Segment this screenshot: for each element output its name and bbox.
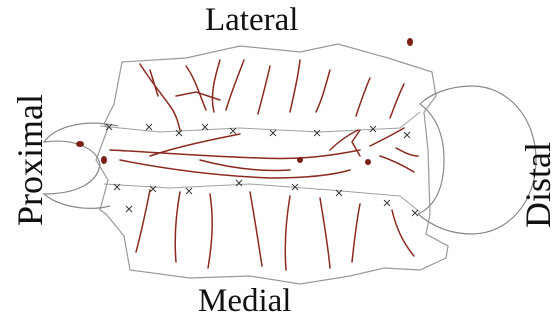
label-medial: Medial [198,283,291,320]
inner-band-upper [100,112,420,132]
label-proximal: Proximal [9,94,51,226]
vessel-network [110,60,418,270]
inner-band-lower [104,184,420,212]
tissue-outline [96,44,448,284]
label-lateral: Lateral [205,2,298,39]
tissue-spots [76,38,413,165]
label-distal: Distal [517,142,556,228]
proximal-crescent [44,123,118,208]
